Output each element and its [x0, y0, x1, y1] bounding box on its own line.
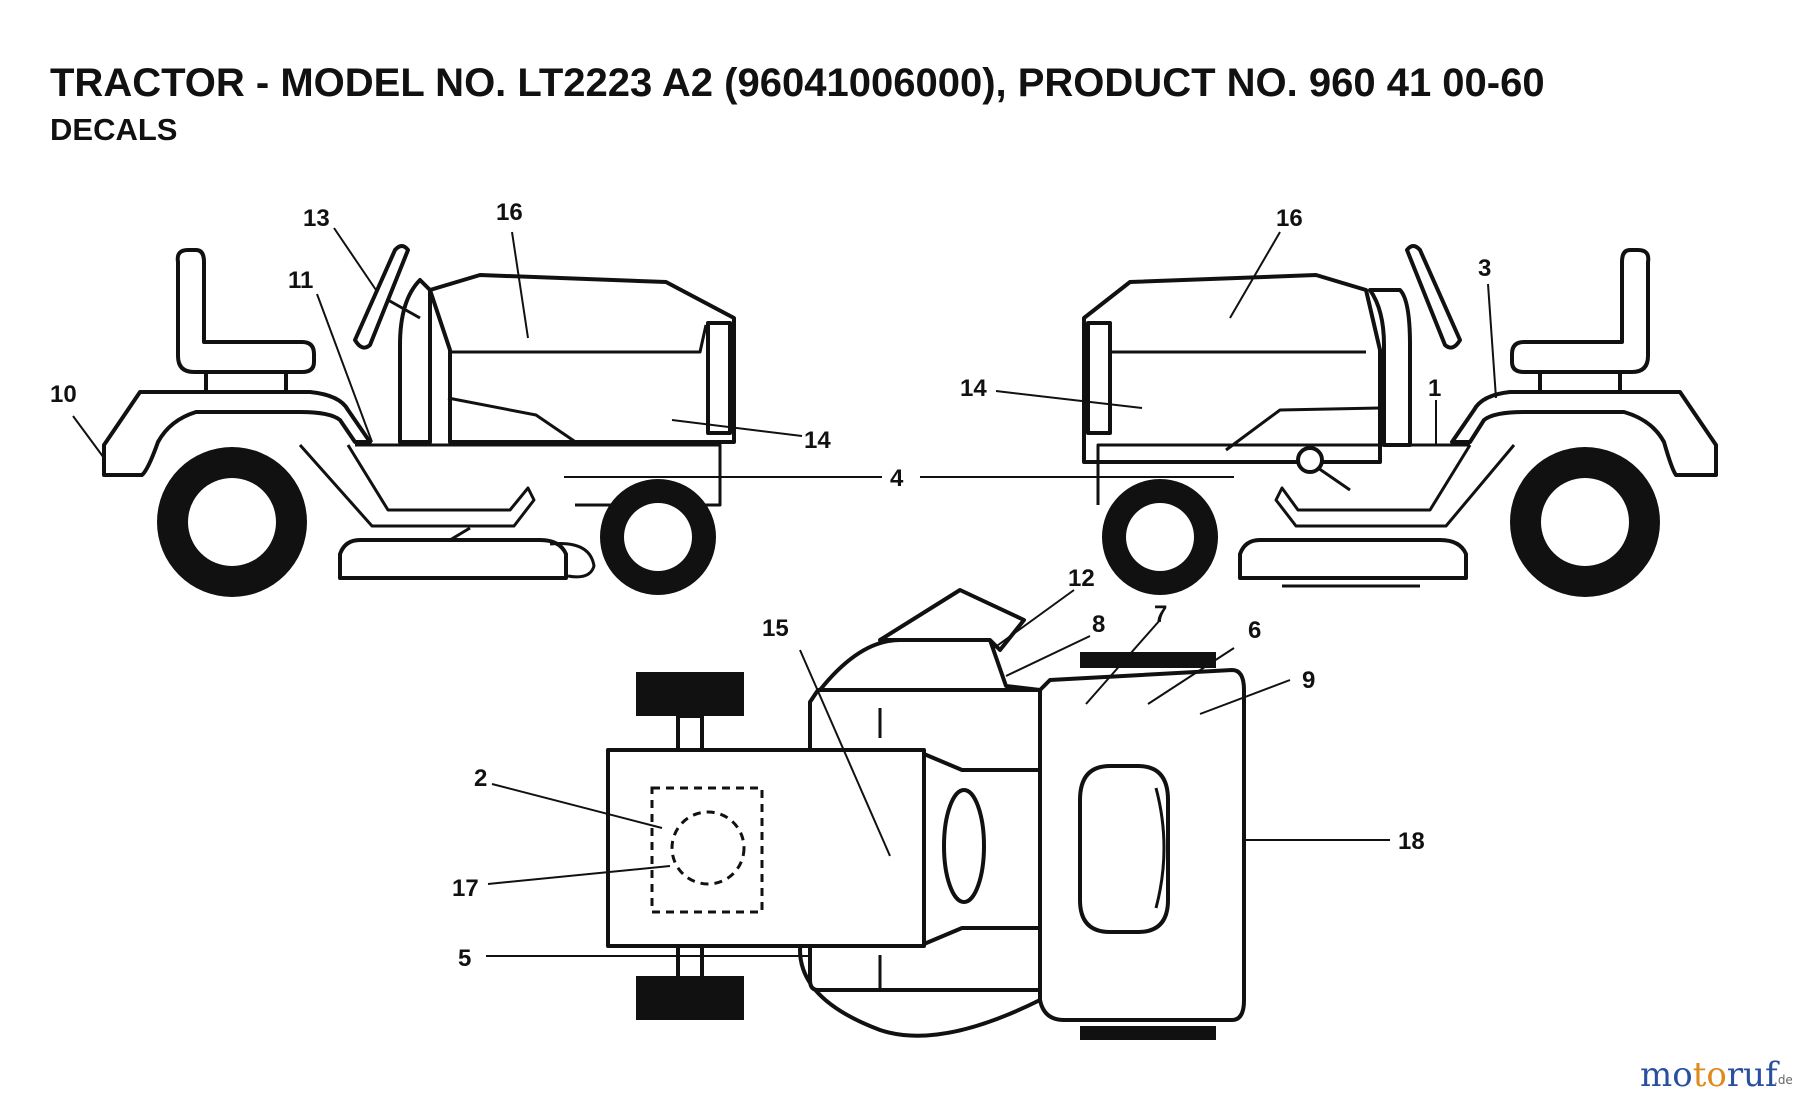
callout-16-right: 16 — [1276, 205, 1303, 232]
leader-7 — [1085, 619, 1161, 705]
tractor-left-side-view — [102, 244, 736, 597]
leader-15 — [799, 649, 891, 857]
right-seat — [1510, 248, 1651, 374]
top-hood-vent — [1078, 764, 1170, 934]
leader-8 — [1005, 635, 1091, 677]
callout-14-right: 14 — [960, 375, 987, 402]
callout-10: 10 — [50, 381, 77, 408]
right-hood-lower-line — [1225, 406, 1381, 452]
left-rear-fender — [102, 390, 372, 477]
top-axle-lower — [676, 942, 704, 980]
left-steering-wheel — [353, 244, 410, 350]
left-footrest — [298, 444, 536, 528]
left-deck-hanger — [449, 526, 471, 542]
leader-6 — [1147, 647, 1235, 705]
left-dash — [398, 278, 432, 444]
right-front-hub — [1126, 503, 1194, 571]
callout-4: 4 — [890, 465, 904, 492]
top-front-wheel-upper — [1080, 652, 1216, 668]
right-steering-wheel — [1405, 244, 1462, 350]
leader-17 — [487, 865, 671, 885]
right-hood — [1082, 273, 1382, 464]
callout-14-left: 14 — [804, 427, 831, 454]
callout-labels: 10 11 13 16 14 4 14 16 1 3 12 8 7 6 9 18… — [50, 199, 1491, 972]
callout-1: 1 — [1428, 375, 1441, 402]
callout-7: 7 — [1154, 601, 1167, 628]
left-seat — [175, 248, 316, 374]
right-seat-base — [1538, 370, 1622, 394]
watermark-tld: .de — [1774, 1073, 1793, 1087]
left-seat-base — [204, 370, 288, 394]
leader-16-left — [511, 231, 529, 339]
watermark-text: motoruf — [1640, 1055, 1780, 1095]
right-lever — [1317, 466, 1351, 492]
top-rear-fender — [606, 748, 926, 948]
left-grille — [706, 321, 732, 435]
top-front-wheel-lower — [1080, 1026, 1216, 1040]
tractor-top-view — [606, 588, 1246, 1040]
leader-lines — [72, 227, 1497, 957]
leader-11 — [316, 293, 373, 443]
leader-3 — [1487, 283, 1497, 399]
left-rear-hub — [188, 478, 276, 566]
leader-16-right — [1229, 231, 1281, 319]
top-rear-wheel-lower — [636, 976, 744, 1020]
leader-9 — [1199, 679, 1291, 715]
leader-14-right — [995, 390, 1143, 409]
left-mower-deck — [338, 538, 568, 580]
right-grille — [1086, 321, 1112, 435]
watermark-mo: mo — [1640, 1055, 1693, 1095]
right-lever-knob — [1296, 446, 1324, 474]
watermark-to: to — [1693, 1055, 1727, 1095]
leader-10 — [72, 415, 105, 459]
top-hood-vent-inner — [1154, 787, 1166, 909]
callout-8: 8 — [1092, 611, 1105, 638]
callout-3: 3 — [1478, 255, 1491, 282]
callout-18: 18 — [1398, 828, 1425, 855]
right-dash — [1368, 288, 1412, 447]
callout-15: 15 — [762, 615, 789, 642]
left-hood — [428, 273, 736, 444]
callout-17: 17 — [452, 875, 479, 902]
callout-5: 5 — [458, 945, 471, 972]
right-rear-fender — [1450, 390, 1718, 477]
leader-2 — [491, 783, 663, 829]
callout-9: 9 — [1302, 667, 1315, 694]
left-hood-lower-line — [447, 396, 581, 447]
callout-2: 2 — [474, 765, 487, 792]
top-steering-wheel — [942, 788, 986, 904]
left-steering-column — [387, 298, 421, 320]
callout-6: 6 — [1248, 617, 1261, 644]
right-rear-hub — [1541, 478, 1629, 566]
left-hood-line — [450, 324, 708, 354]
motoruf-watermark-logo: motoruf .de — [1640, 1055, 1793, 1095]
callout-12: 12 — [1068, 565, 1095, 592]
left-discharge-chute — [549, 541, 596, 579]
right-frame — [1096, 443, 1470, 505]
leader-12 — [993, 589, 1075, 649]
right-mower-deck — [1238, 538, 1468, 580]
leader-13 — [333, 227, 377, 291]
top-dashed-circle — [670, 810, 746, 886]
callout-13: 13 — [303, 205, 330, 232]
tractor-right-side-view — [1082, 244, 1718, 597]
watermark-ruf: ruf — [1727, 1055, 1780, 1095]
top-rear-wheel-upper — [636, 672, 744, 716]
right-footrest — [1274, 444, 1516, 528]
page-subtitle: DECALS — [50, 112, 177, 147]
callout-16-left: 16 — [496, 199, 523, 226]
callout-11: 11 — [288, 267, 313, 294]
top-axle-upper — [676, 714, 704, 752]
leader-14-left — [671, 419, 803, 437]
left-front-hub — [624, 503, 692, 571]
page-title: TRACTOR - MODEL NO. LT2223 A2 (960410060… — [50, 61, 1545, 105]
top-dashed-decal-area — [650, 786, 764, 914]
